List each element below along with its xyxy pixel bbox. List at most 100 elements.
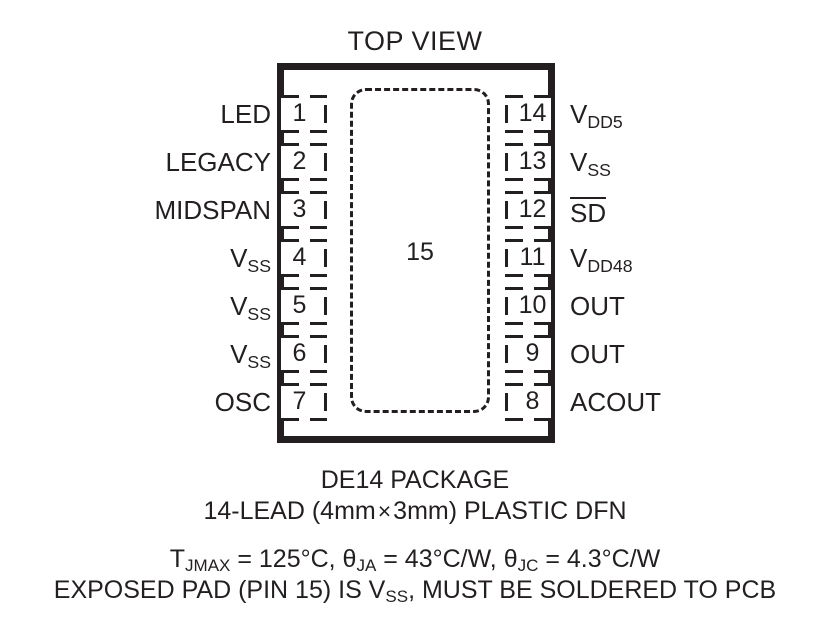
pin-11-lead-gap-top — [523, 239, 534, 242]
pin-2-lead: 2 — [281, 143, 327, 181]
pin-13-lead-gap-bottom — [523, 178, 534, 181]
pin-6-lead-gap-top — [299, 335, 310, 338]
pin-6-signal-label: VSS — [230, 339, 271, 370]
pin-7-lead: 7 — [281, 383, 327, 421]
pin-13-lead: 13 — [505, 143, 551, 181]
caption-package-name: DE14 PACKAGE — [320, 466, 510, 494]
caption-lead-count-prefix: 14-LEAD (4mm — [203, 497, 376, 525]
thermal-thetajc-value: = 4.3°C/W — [538, 545, 661, 573]
pin-2-lead-gap-top — [299, 143, 310, 146]
pin-6-lead-gap-bottom — [299, 370, 310, 373]
pin-1-lead-gap-top — [299, 95, 310, 98]
pin-12-lead: 12 — [505, 191, 551, 229]
pin-4-lead-gap-bottom — [299, 274, 310, 277]
pin-4-number: 4 — [292, 243, 307, 271]
pin-8-signal-text: ACOUT — [570, 387, 661, 417]
pin-13-lead-gap-top — [523, 143, 534, 146]
thermal-thetaja-symbol: θ — [342, 545, 357, 573]
pin-8-lead-gap-top — [523, 383, 534, 386]
pin-4-signal-base: V — [230, 243, 248, 273]
caption-lead-count-suffix: 3mm) PLASTIC DFN — [393, 497, 627, 525]
pin-11-lead: 11 — [505, 239, 551, 277]
pin-5-lead: 5 — [281, 287, 327, 325]
pin-2-signal-label: LEGACY — [166, 149, 272, 175]
pin-2-signal-text: LEGACY — [165, 147, 272, 177]
pin-11-signal-subscript: DD48 — [587, 255, 633, 276]
thermal-tjmax-symbol: T — [169, 545, 186, 573]
caption-thermal-spec: TJMAX = 125°C, θJA = 43°C/W, θJC = 4.3°C… — [0, 545, 830, 576]
pin-6-signal-base: V — [230, 339, 248, 369]
pin-8-number: 8 — [525, 387, 540, 415]
pin-3-number: 3 — [292, 195, 307, 223]
pin-1-number: 1 — [292, 99, 307, 127]
pin-14-lead: 14 — [505, 95, 551, 133]
caption-exposed-pad-note: EXPOSED PAD (PIN 15) IS VSS, MUST BE SOL… — [0, 576, 830, 607]
exposed-pad-outline — [350, 88, 490, 413]
thermal-tjmax-value: = 125°C, — [230, 545, 343, 573]
thermal-thetajc-symbol: θ — [503, 545, 518, 573]
pin-14-signal-label: VDD5 — [570, 101, 623, 130]
pad-note-subscript: SS — [385, 587, 409, 607]
pin-4-signal-subscript: SS — [247, 255, 271, 276]
pin-11-signal-label: VDD48 — [570, 243, 633, 274]
pin-3-signal-label: MIDSPAN — [154, 197, 271, 223]
pin-9-lead-gap-bottom — [523, 370, 534, 373]
pin-11-lead-gap-bottom — [523, 274, 534, 277]
pin-10-lead-gap-top — [523, 287, 534, 290]
thermal-thetaja-subscript: JA — [356, 556, 377, 576]
caption-lead-count: 14-LEAD (4mm×3mm) PLASTIC DFN — [0, 497, 830, 526]
pin-13-signal-base: V — [570, 147, 588, 177]
pin-12-lead-gap-bottom — [523, 226, 534, 229]
pin-2-number: 2 — [292, 147, 307, 175]
pin-1-lead: 1 — [281, 95, 327, 133]
pin-5-signal-label: VSS — [230, 291, 271, 322]
pin-5-signal-base: V — [230, 291, 248, 321]
pin-13-number: 13 — [518, 147, 547, 175]
pin-14-lead-gap-bottom — [523, 130, 534, 133]
pin-14-lead-gap-top — [523, 95, 534, 98]
pin-3-lead-gap-bottom — [299, 226, 310, 229]
pin-1-lead-gap-bottom — [299, 130, 310, 133]
pin-9-number: 9 — [525, 339, 540, 367]
exposed-pad-number: 15 — [406, 238, 434, 266]
pin-1-signal-text: LED — [220, 99, 271, 129]
page-title: TOP VIEW — [347, 26, 483, 56]
pin-12-lead-gap-top — [523, 191, 534, 194]
pin-5-lead-gap-top — [299, 287, 310, 290]
pin-10-number: 10 — [518, 291, 547, 319]
pin-5-number: 5 — [292, 291, 307, 319]
pin-13-signal-subscript: SS — [587, 159, 611, 180]
pin-2-lead-gap-bottom — [299, 178, 310, 181]
pin-7-signal-label: OSC — [215, 389, 271, 415]
pin-10-lead-gap-bottom — [523, 322, 534, 325]
multiplication-sign-icon: × — [377, 498, 392, 524]
pin-9-lead: 9 — [505, 335, 551, 373]
pin-4-signal-label: VSS — [230, 243, 271, 274]
pin-11-signal-base: V — [570, 243, 588, 273]
pad-note-suffix: , MUST BE SOLDERED TO PCB — [408, 576, 777, 604]
pin-9-signal-text: OUT — [570, 339, 625, 369]
pin-4-lead: 4 — [281, 239, 327, 277]
pin-7-lead-gap-top — [299, 383, 310, 386]
pad-note-prefix: EXPOSED PAD (PIN 15) IS V — [53, 576, 386, 604]
pin-13-signal-label: VSS — [570, 147, 611, 178]
thermal-thetajc-subscript: JC — [517, 556, 539, 576]
pin-12-signal-text: SD — [570, 197, 607, 228]
thermal-thetaja-value: = 43°C/W, — [376, 545, 504, 573]
pin-11-number: 11 — [519, 243, 546, 271]
pin-8-lead-gap-bottom — [523, 418, 534, 421]
pin-7-signal-text: OSC — [214, 387, 271, 417]
pin-6-lead: 6 — [281, 335, 327, 373]
pin-14-number: 14 — [518, 99, 547, 127]
pin-6-number: 6 — [292, 339, 307, 367]
pin-1-signal-label: LED — [220, 101, 271, 127]
pin-9-lead-gap-top — [523, 335, 534, 338]
pin-6-signal-subscript: SS — [247, 351, 271, 372]
pin-5-lead-gap-bottom — [299, 322, 310, 325]
pin-5-signal-subscript: SS — [247, 303, 271, 324]
pin-8-lead: 8 — [505, 383, 551, 421]
pin-12-signal-label: SD — [570, 197, 607, 228]
pin-12-number: 12 — [518, 195, 547, 223]
thermal-tjmax-subscript: JMAX — [185, 556, 231, 576]
